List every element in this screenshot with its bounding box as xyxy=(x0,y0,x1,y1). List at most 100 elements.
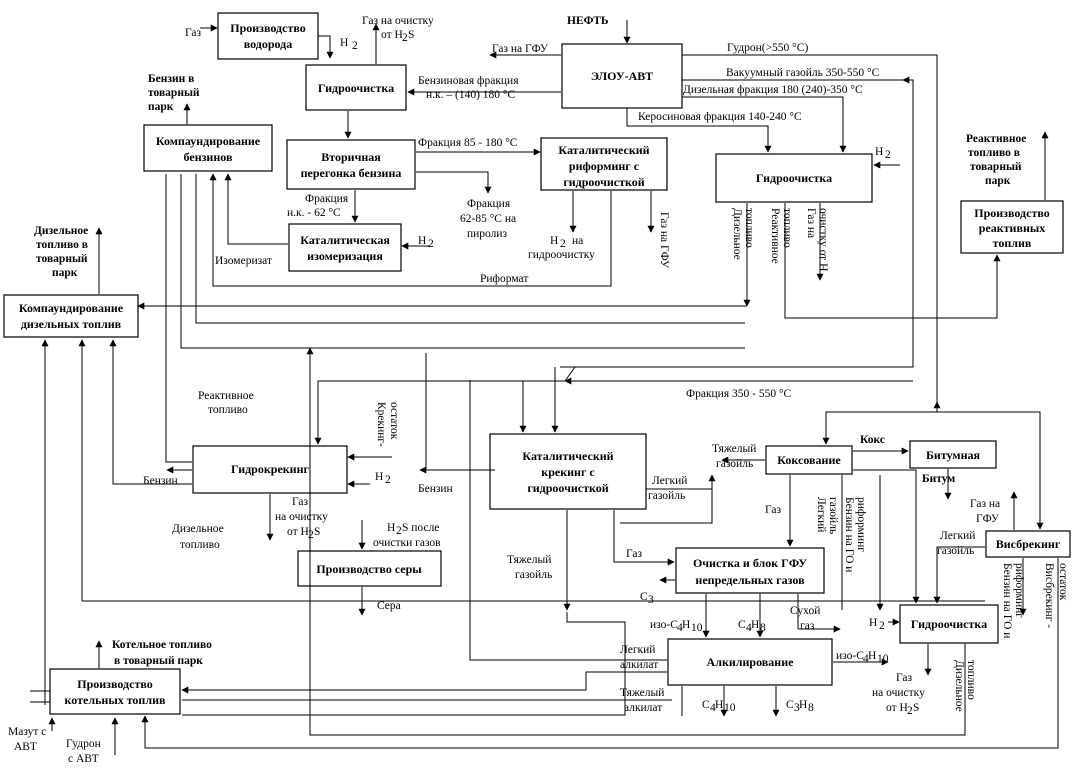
box-hydrocracking: Гидрокрекинг xyxy=(192,445,348,494)
svg-text:2: 2 xyxy=(885,149,891,161)
svg-text:котельных топлив: котельных топлив xyxy=(65,693,166,707)
svg-text:10: 10 xyxy=(877,653,889,665)
svg-text:Производство серы: Производство серы xyxy=(316,562,422,576)
label-gudron: Гудрон(>550 °С) xyxy=(727,42,808,54)
label-oil: НЕФТЬ xyxy=(567,15,609,27)
svg-text:в товарный парк: в товарный парк xyxy=(114,655,203,667)
label-benzin-gk: Бензин xyxy=(143,475,178,487)
svg-text:гидроочистку: гидроочистку xyxy=(528,249,595,261)
svg-text:от Н: от Н xyxy=(287,526,309,538)
svg-text:водорода: водорода xyxy=(244,37,293,51)
svg-text:АВТ: АВТ xyxy=(14,741,37,753)
label-v-diesel: Дизельное xyxy=(731,208,743,260)
svg-text:бензинов: бензинов xyxy=(184,150,233,164)
label-dry-gas: Сухой xyxy=(790,605,820,617)
svg-text:4: 4 xyxy=(677,622,683,634)
svg-text:Коксование: Коксование xyxy=(777,453,841,467)
svg-text:Н: Н xyxy=(715,699,723,711)
label-benzin-kk: Бензин xyxy=(418,483,453,495)
label-heavy-gasoil-koks: Тяжелый xyxy=(712,443,756,455)
svg-text:10: 10 xyxy=(691,622,703,634)
svg-text:8: 8 xyxy=(808,702,814,714)
label-v-jet: Реактивное xyxy=(769,208,781,264)
label-cracking-residue: Крекинг- xyxy=(375,402,387,447)
label-h2s-after: Н xyxy=(387,522,395,534)
box-jet-fuel-production: Производство реактивных топлив xyxy=(960,200,1064,254)
svg-text:S: S xyxy=(408,29,414,41)
svg-text:4: 4 xyxy=(746,622,752,634)
box-coking: Коксование xyxy=(765,445,853,475)
label-gas-in: Газ xyxy=(185,27,201,39)
label-fraction-62-85: Фракция xyxy=(467,198,511,210)
svg-text:Вторичная: Вторичная xyxy=(321,150,381,164)
svg-text:от Н: от Н xyxy=(886,702,908,714)
label-v-benzine-visb: Бензин на ГО и xyxy=(1001,563,1013,638)
svg-text:Гидроочистка: Гидроочистка xyxy=(911,617,987,631)
label-benzine-fraction-1: Бензиновая фракция xyxy=(418,75,519,87)
label-gas-gfu-visb: Газ на xyxy=(970,498,1000,510)
label-h2-a: Н xyxy=(340,37,348,49)
svg-text:S: S xyxy=(913,702,919,714)
svg-text:4: 4 xyxy=(863,653,869,665)
box-hydrotreating-1: Гидроочистка xyxy=(305,64,407,111)
svg-text:алкилат: алкилат xyxy=(624,702,662,714)
label-boiler-park: Котельное топливо xyxy=(112,639,212,651)
svg-text:Производство: Производство xyxy=(77,677,153,691)
label-izomerizat: Изомеризат xyxy=(215,255,272,267)
svg-text:парк: парк xyxy=(985,175,1011,187)
label-riformat: Риформат xyxy=(480,273,528,285)
label-c3h8: С xyxy=(786,699,794,711)
svg-text:крекинг с: крекинг с xyxy=(541,465,595,479)
svg-text:топливо: топливо xyxy=(781,208,793,248)
svg-text:очистки газов: очистки газов xyxy=(373,537,441,549)
svg-text:2: 2 xyxy=(385,474,391,486)
svg-text:Каталитический: Каталитический xyxy=(522,449,613,463)
svg-text:Битумная: Битумная xyxy=(926,448,981,462)
svg-text:10: 10 xyxy=(724,702,736,714)
label-light-gasoil-kk: Легкий xyxy=(652,475,687,487)
svg-text:Н: Н xyxy=(868,650,876,662)
svg-text:топлив: топлив xyxy=(993,236,1032,250)
label-bitumen: Битум xyxy=(922,473,955,485)
svg-text:Висбрекинг: Висбрекинг xyxy=(996,537,1061,551)
svg-text:62-85 °С на: 62-85 °С на xyxy=(460,213,516,225)
svg-text:на очистку: на очистку xyxy=(872,687,925,699)
svg-text:Каталитическая: Каталитическая xyxy=(300,233,390,247)
box-elou-avt: ЭЛОУ-АВТ xyxy=(561,43,683,109)
svg-text:реактивных: реактивных xyxy=(979,221,1046,235)
svg-text:газ: газ xyxy=(800,620,815,632)
label-v-visb-residue: Висбрекинг - xyxy=(1043,563,1055,628)
svg-text:топливо в: топливо в xyxy=(36,239,88,251)
svg-text:товарный: товарный xyxy=(970,161,1022,173)
box-hydrotreating-3: Гидроочистка xyxy=(899,604,999,644)
svg-text:риформинг с: риформинг с xyxy=(569,159,640,173)
svg-text:топливо в: топливо в xyxy=(968,147,1020,159)
svg-text:товарный: товарный xyxy=(148,87,200,99)
label-h2-iso: Н xyxy=(418,235,426,247)
svg-text:Очистка и блок ГФУ: Очистка и блок ГФУ xyxy=(693,556,807,570)
svg-text:дизельных топлив: дизельных топлив xyxy=(21,317,122,331)
svg-text:газойль: газойль xyxy=(648,490,685,502)
box-gasoline-blending: Компаундирование бензинов xyxy=(143,124,273,172)
label-gas-gfu-vertical: Газ на ГФУ xyxy=(658,212,670,269)
label-benzine-park: Бензин в xyxy=(148,73,194,85)
label-jet-park: Реактивное xyxy=(966,133,1026,145)
svg-text:газойль: газойль xyxy=(937,545,974,557)
svg-text:2: 2 xyxy=(879,620,885,632)
svg-text:Каталитический: Каталитический xyxy=(558,143,649,157)
svg-text:товарный: товарный xyxy=(36,253,88,265)
svg-text:2: 2 xyxy=(428,238,434,250)
label-mazut: Мазут с xyxy=(8,726,46,738)
svg-text:ЭЛОУ-АВТ: ЭЛОУ-АВТ xyxy=(591,69,653,83)
svg-text:Гидрокрекинг: Гидрокрекинг xyxy=(231,462,309,476)
box-hydrotreating-2: Гидроочистка xyxy=(715,153,873,203)
label-v-benzine-go: Бензин на ГО и xyxy=(843,497,855,572)
svg-text:2: 2 xyxy=(907,705,913,717)
label-c4h8: С xyxy=(738,619,746,631)
label-diesel-fraction: Дизельная фракция 180 (240)-350 °С xyxy=(683,84,863,96)
svg-text:гидроочисткой: гидроочисткой xyxy=(527,481,608,495)
label-heavy-alkylate: Тяжелый xyxy=(620,687,664,699)
svg-text:очистку от Н: очистку от Н xyxy=(817,208,829,271)
flow-lines xyxy=(30,20,1059,755)
svg-text:гидроочисткой: гидроочисткой xyxy=(563,175,644,189)
